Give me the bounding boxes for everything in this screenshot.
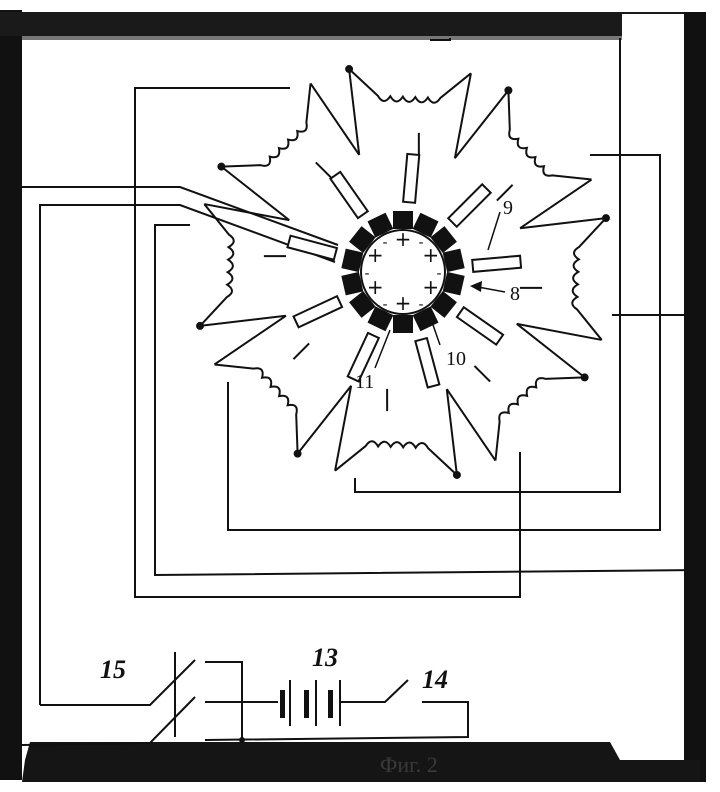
polarity-sign: - (418, 235, 423, 251)
magnet-block (341, 248, 364, 273)
junction-dot (504, 86, 513, 95)
label-10: 10 (446, 348, 466, 370)
magnet-block (367, 306, 394, 332)
label-14: 14 (422, 665, 448, 694)
polarity-sign: + (395, 227, 412, 251)
frame-bottom-edge (22, 742, 700, 782)
battery-icon (280, 680, 341, 726)
magnet-block (349, 226, 376, 254)
magnet-block (442, 248, 465, 273)
stator-edge (519, 217, 607, 230)
frame-top-edge (0, 12, 700, 36)
stator-edge (516, 323, 586, 379)
rod (455, 305, 505, 346)
stator-edge (454, 89, 510, 159)
stator-edge (445, 388, 497, 462)
label-13: 13 (312, 643, 338, 672)
stator-edge (199, 314, 287, 327)
junction-dot (601, 214, 610, 223)
lead-wire (315, 161, 333, 179)
junction-dot (345, 65, 354, 74)
stator-edge (453, 73, 472, 159)
magnet-block (367, 212, 394, 238)
stator-edge (348, 68, 361, 156)
polarity-sign: + (422, 275, 439, 299)
lead-wire (292, 342, 310, 360)
label-8: 8 (510, 283, 520, 305)
rotor-core (360, 229, 446, 315)
magnet-block (393, 211, 413, 229)
polarity-sign: - (436, 266, 441, 282)
stator-edge (296, 385, 352, 455)
coil (507, 90, 592, 181)
stator-edge (445, 388, 458, 476)
coil (214, 363, 299, 454)
label-11: 11 (355, 371, 374, 393)
stator-edge (213, 314, 287, 366)
polarity-sign: + (422, 243, 439, 267)
magnet-block (412, 306, 439, 332)
polarity-sign: + (395, 291, 412, 315)
rod (402, 152, 421, 204)
coil (348, 68, 472, 104)
junction-dot (217, 162, 226, 171)
magnet-block (430, 226, 457, 254)
lead-wire (473, 365, 491, 383)
coil (571, 217, 607, 341)
frame-left-edge (0, 10, 22, 780)
magnet-block (412, 212, 439, 238)
rod (446, 182, 493, 229)
polarity-sign: - (382, 297, 387, 313)
polarity-sign: + (367, 275, 384, 299)
coil (334, 440, 458, 476)
external-wiring (22, 38, 701, 705)
arrow-icon (470, 281, 482, 292)
polarity-sign: - (364, 266, 369, 282)
lead-wire (496, 184, 514, 202)
rod (286, 234, 339, 261)
magnet-block (341, 271, 364, 296)
figure-caption: Фиг. 2 (380, 752, 438, 777)
magnet-block (393, 315, 413, 333)
stator-edge (516, 322, 602, 341)
stator-windings (196, 65, 610, 479)
rod (346, 331, 381, 383)
junction-dot (293, 449, 302, 458)
coil (199, 203, 235, 327)
junction-dot (196, 321, 205, 330)
rotor: +-+-+-+-+-+- (286, 152, 523, 389)
magnet-block (430, 290, 457, 318)
stator-edge (334, 385, 353, 471)
magnet-block (442, 271, 465, 296)
coil (494, 376, 585, 461)
stator-edge (204, 203, 290, 222)
rod (414, 336, 441, 389)
rod (292, 294, 344, 329)
polarity-sign: + (367, 243, 384, 267)
polarity-sign: - (418, 297, 423, 313)
stator-edge (220, 165, 290, 221)
rod (471, 254, 523, 273)
junction-dot (452, 470, 461, 479)
magnet-block (349, 290, 376, 318)
coil (221, 83, 312, 168)
stator-edge (519, 178, 593, 230)
label-9: 9 (503, 197, 513, 219)
rod (329, 170, 370, 220)
stator-edge (309, 82, 361, 156)
frame-right-edge (684, 12, 706, 782)
polarity-sign: - (382, 235, 387, 251)
junction-dot (580, 373, 589, 382)
control-circuit (21, 652, 469, 746)
label-15: 15 (100, 655, 126, 684)
